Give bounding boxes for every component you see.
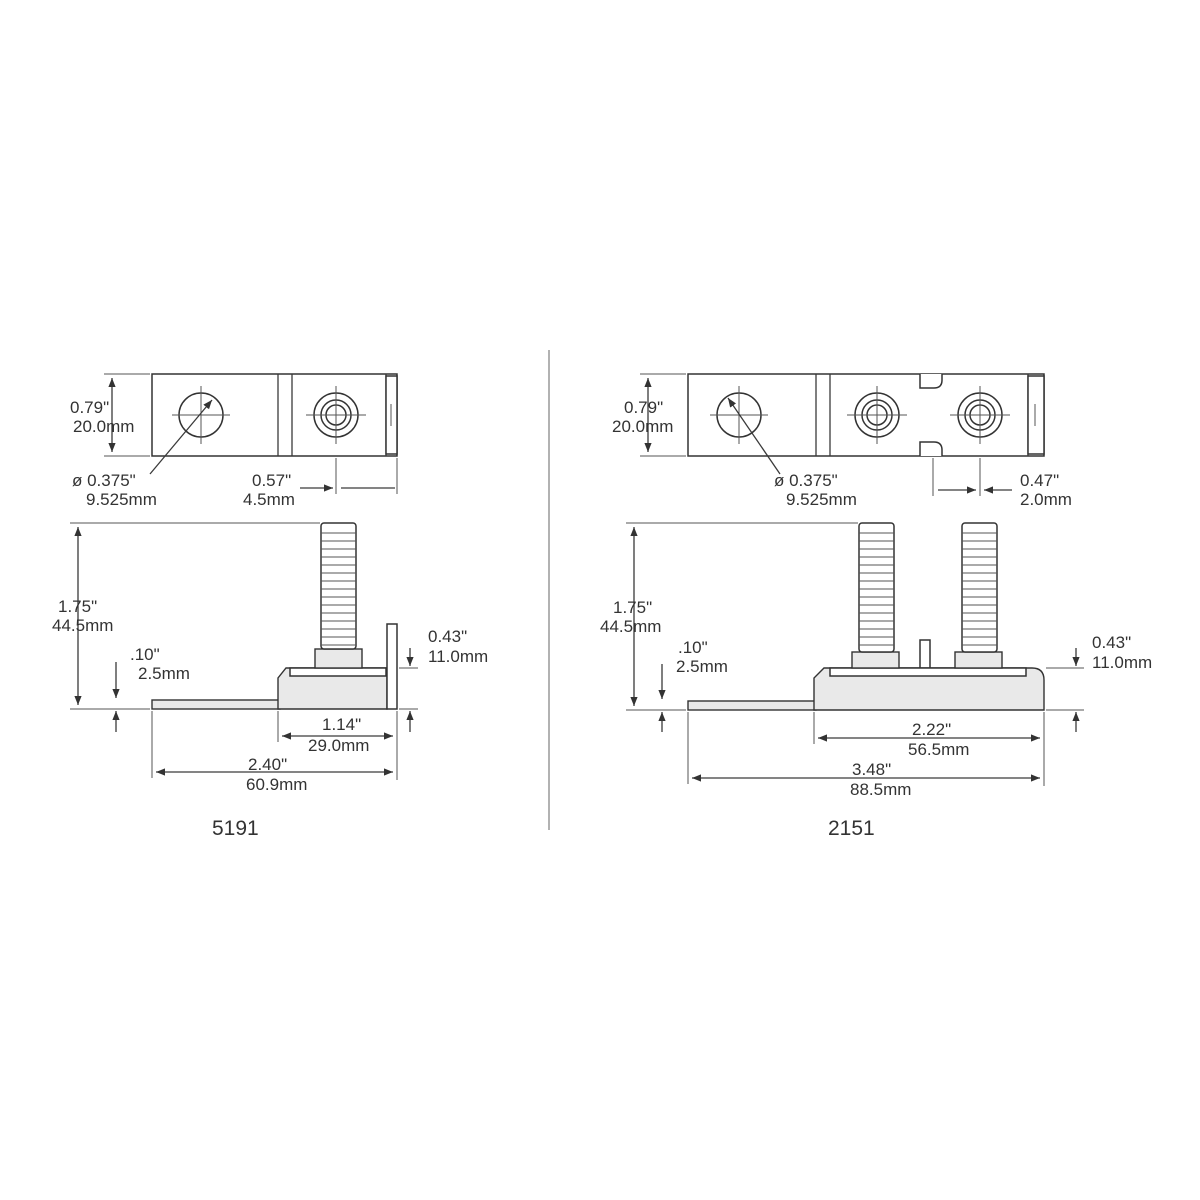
height-mm-label: 44.5mm — [600, 617, 661, 636]
base-in-label: 0.43" — [1092, 633, 1131, 652]
dim-total-2151: 3.48" 88.5mm — [687, 712, 1040, 799]
dim-base-5191: 0.43" 11.0mm — [399, 627, 488, 732]
offset-in-label: 0.47" — [1020, 471, 1059, 490]
total-mm-label: 88.5mm — [850, 780, 911, 799]
dim-width-5191: 0.79" 20.0mm — [70, 373, 150, 457]
width-mm-label: 20.0mm — [73, 417, 134, 436]
width-in-label: 0.79" — [70, 398, 109, 417]
hole-mm-label: 9.525mm — [86, 490, 157, 509]
base-in-label: 0.43" — [428, 627, 467, 646]
part-2151-side-view — [687, 522, 1045, 711]
offset-mm-label: 2.0mm — [1020, 490, 1072, 509]
tab-in-label: .10" — [678, 638, 708, 657]
block-mm-label: 56.5mm — [908, 740, 969, 759]
offset-mm-label: 4.5mm — [243, 490, 295, 509]
part-5191-side-view — [151, 522, 398, 710]
total-mm-label: 60.9mm — [246, 775, 307, 794]
dim-tab-2151: .10" 2.5mm — [658, 638, 728, 732]
dim-height-2151: 1.75" 44.5mm — [600, 522, 858, 711]
total-in-label: 2.40" — [248, 755, 287, 774]
tab-mm-label: 2.5mm — [138, 664, 190, 683]
dim-base-2151: 0.43" 11.0mm — [1046, 633, 1152, 732]
part-number-5191: 5191 — [212, 817, 259, 840]
total-in-label: 3.48" — [852, 760, 891, 779]
dim-total-5191: 2.40" 60.9mm — [151, 711, 393, 794]
tab-mm-label: 2.5mm — [676, 657, 728, 676]
hole-in-label: ø 0.375" — [774, 471, 838, 490]
height-in-label: 1.75" — [58, 597, 97, 616]
dim-block-5191: 1.14" 29.0mm — [277, 711, 398, 780]
dim-hole-5191: ø 0.375" 9.525mm — [72, 399, 213, 509]
height-mm-label: 44.5mm — [52, 616, 113, 635]
height-in-label: 1.75" — [613, 598, 652, 617]
dim-tab-5191: .10" 2.5mm — [112, 645, 190, 732]
part-5191-top-view — [151, 373, 398, 457]
part-number-2151: 2151 — [828, 817, 875, 840]
dim-height-5191: 1.75" 44.5mm — [52, 522, 320, 710]
base-mm-label: 11.0mm — [428, 647, 488, 666]
dim-width-2151: 0.79" 20.0mm — [612, 373, 686, 457]
dim-block-2151: 2.22" 56.5mm — [813, 712, 1045, 786]
hole-mm-label: 9.525mm — [786, 490, 857, 509]
dim-offset-2151: 0.47" 2.0mm — [932, 458, 1072, 509]
block-in-label: 1.14" — [322, 715, 361, 734]
part-2151-top-view — [687, 373, 1045, 457]
tab-in-label: .10" — [130, 645, 160, 664]
block-mm-label: 29.0mm — [308, 736, 369, 755]
base-mm-label: 11.0mm — [1092, 653, 1152, 672]
dim-hole-2151: ø 0.375" 9.525mm — [727, 397, 857, 509]
width-in-label: 0.79" — [624, 398, 663, 417]
offset-in-label: 0.57" — [252, 471, 291, 490]
block-in-label: 2.22" — [912, 720, 951, 739]
dim-offset-5191: 0.57" 4.5mm — [243, 458, 398, 509]
hole-in-label: ø 0.375" — [72, 471, 136, 490]
width-mm-label: 20.0mm — [612, 417, 673, 436]
